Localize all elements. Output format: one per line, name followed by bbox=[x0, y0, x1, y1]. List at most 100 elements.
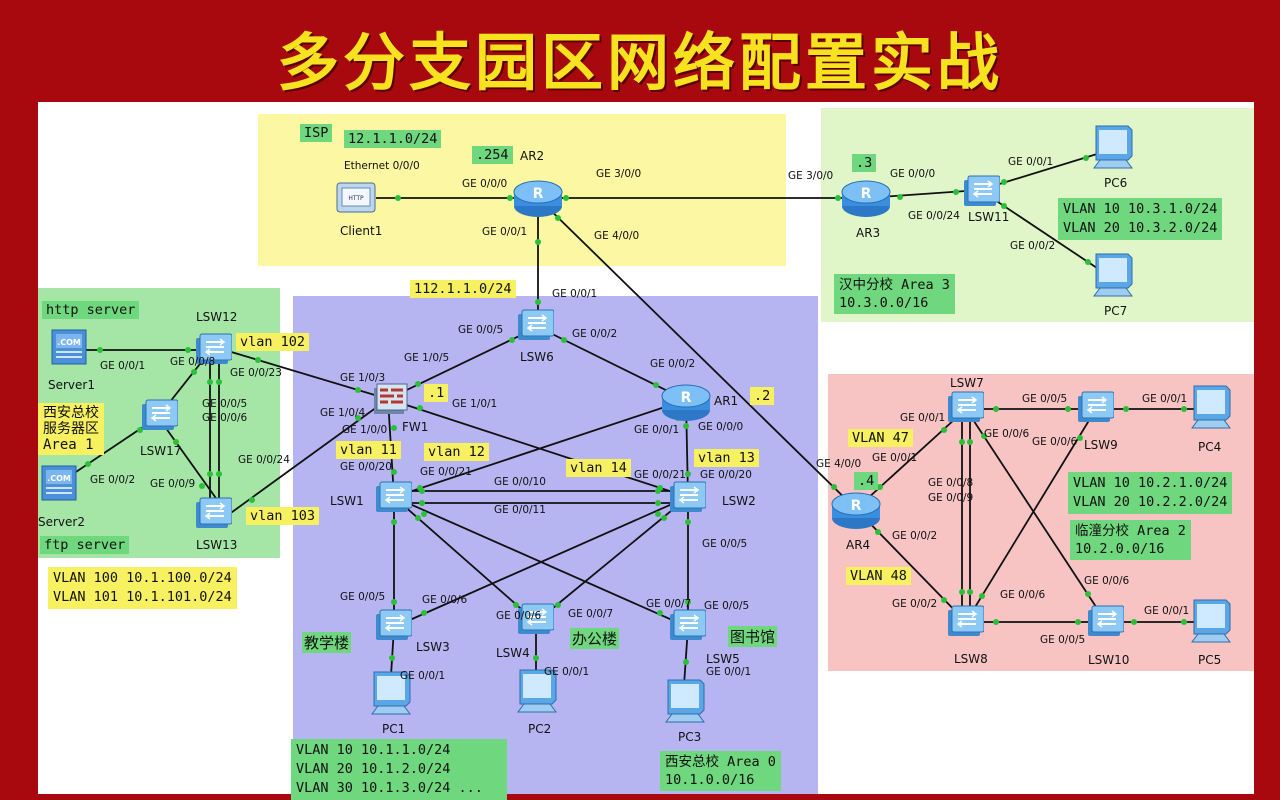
port-label: GE 0/0/2 bbox=[90, 474, 136, 486]
port-label: GE 0/0/20 bbox=[700, 469, 752, 481]
port-label: GE 0/0/6 bbox=[496, 610, 542, 622]
ar3-router-icon[interactable]: R bbox=[840, 174, 892, 224]
ar4-ip-tag: .4 bbox=[854, 472, 879, 490]
port-label: GE 0/0/6 bbox=[1000, 589, 1046, 601]
port-label: GE 0/0/9 bbox=[928, 492, 974, 504]
pc2-pc-icon[interactable] bbox=[514, 668, 560, 718]
port-label: GE 0/0/6 bbox=[422, 594, 468, 606]
port-label: GE 0/0/10 bbox=[494, 476, 546, 488]
lsw1-switch-icon[interactable] bbox=[374, 480, 413, 518]
ar4-router-icon[interactable]: R bbox=[830, 486, 882, 536]
pc4-pc-icon[interactable] bbox=[1188, 384, 1234, 434]
link-lsw11-pc7 bbox=[979, 189, 1107, 275]
lsw17-switch-icon[interactable] bbox=[140, 398, 179, 436]
lsw4-switch-icon[interactable] bbox=[516, 602, 555, 640]
west-vlan-line: VLAN 20 10.1.2.0/24 bbox=[296, 761, 451, 777]
vlan102-tag: vlan 102 bbox=[236, 333, 310, 351]
lsw12-switch-icon[interactable] bbox=[194, 332, 233, 370]
lsw13-switch-icon[interactable] bbox=[194, 496, 233, 534]
server-area-line: 服务器区 bbox=[43, 421, 99, 437]
hanzhong-vlan-line: VLAN 10 10.3.1.0/24 bbox=[1063, 201, 1218, 217]
link-lsw9-lsw8 bbox=[965, 408, 1097, 623]
west-vlan-line: VLAN 30 10.1.3.0/24 ... bbox=[296, 780, 483, 796]
port-label: GE 0/0/11 bbox=[494, 504, 546, 516]
port-label: GE 0/0/2 bbox=[892, 530, 938, 542]
pc5-label: PC5 bbox=[1198, 653, 1222, 667]
port-label: GE 1/0/1 bbox=[452, 398, 498, 410]
port-label: GE 3/0/0 bbox=[788, 170, 834, 182]
lintong-area-line: 10.2.0.0/16 bbox=[1075, 541, 1165, 557]
pc2-label: PC2 bbox=[528, 722, 552, 736]
pc7-pc-icon[interactable] bbox=[1090, 252, 1136, 302]
ar3-label: AR3 bbox=[856, 226, 881, 240]
lintong-vlan-line: VLAN 10 10.2.1.0/24 bbox=[1073, 475, 1228, 491]
port-label: GE 1/0/0 bbox=[342, 424, 388, 436]
vlan13-tag: vlan 13 bbox=[694, 449, 759, 467]
link-ar4-lsw7 bbox=[855, 408, 967, 510]
lsw13-label: LSW13 bbox=[196, 538, 238, 552]
lsw3-label: LSW3 bbox=[416, 640, 450, 654]
lsw10-switch-icon[interactable] bbox=[1086, 604, 1125, 642]
west-vlans-tag: VLAN 10 10.1.1.0/24 VLAN 20 10.1.2.0/24 … bbox=[291, 739, 507, 800]
svg-text:R: R bbox=[681, 390, 692, 406]
port-label: GE 0/0/5 bbox=[1022, 393, 1068, 405]
hanzhong-area-line: 10.3.0.0/16 bbox=[839, 295, 929, 311]
link-fw1-lsw2 bbox=[387, 398, 689, 498]
lsw10-label: LSW10 bbox=[1088, 653, 1130, 667]
port-label: GE 0/0/2 bbox=[1010, 240, 1056, 252]
link-lsw7-lsw10 bbox=[965, 408, 1107, 623]
port-label: GE 0/0/7 bbox=[568, 608, 614, 620]
svg-text:R: R bbox=[533, 186, 544, 202]
server2-label: Server2 bbox=[38, 515, 85, 529]
lsw12-label: LSW12 bbox=[196, 310, 238, 324]
lsw8-switch-icon[interactable] bbox=[946, 604, 985, 642]
isp-tag: ISP bbox=[300, 124, 333, 142]
ar2-ip-tag: .254 bbox=[472, 146, 513, 164]
vlan14-tag: vlan 14 bbox=[566, 459, 631, 477]
port-label: GE 0/0/1 bbox=[100, 360, 146, 372]
pc1-pc-icon[interactable] bbox=[368, 670, 414, 720]
link-fw1-lsw12 bbox=[227, 350, 389, 400]
server1-server-icon[interactable]: .COM bbox=[50, 328, 90, 372]
lsw6-label: LSW6 bbox=[520, 350, 554, 364]
lsw3-switch-icon[interactable] bbox=[374, 608, 413, 646]
port-label: GE 0/0/1 bbox=[552, 288, 598, 300]
building-office-label: 办公楼 bbox=[570, 628, 620, 649]
pc6-pc-icon[interactable] bbox=[1090, 124, 1136, 174]
port-label: GE 0/0/8 bbox=[170, 356, 216, 368]
ar1-router-icon[interactable]: R bbox=[660, 378, 712, 428]
port-dots bbox=[85, 155, 1187, 665]
lsw9-switch-icon[interactable] bbox=[1076, 390, 1115, 428]
lsw8-label: LSW8 bbox=[954, 652, 988, 666]
port-label: GE 0/0/6 bbox=[202, 412, 248, 424]
port-label: GE 0/0/24 bbox=[908, 210, 960, 222]
lsw11-switch-icon[interactable] bbox=[962, 174, 1001, 212]
page-title: 多分支园区网络配置实战 bbox=[276, 26, 1003, 99]
ar4-label: AR4 bbox=[846, 538, 871, 552]
west-area-tag: 西安总校 Area 0 10.1.0.0/16 bbox=[660, 751, 781, 791]
lsw7-switch-icon[interactable] bbox=[946, 390, 985, 428]
lsw5-switch-icon[interactable] bbox=[668, 608, 707, 646]
client1-icon[interactable]: HTTP bbox=[336, 180, 378, 220]
fw1-firewall-icon[interactable] bbox=[372, 382, 408, 420]
port-label: GE 0/0/1 bbox=[1144, 605, 1190, 617]
port-label: GE 0/0/0 bbox=[890, 168, 936, 180]
pc6-label: PC6 bbox=[1104, 176, 1128, 190]
lsw1-label: LSW1 bbox=[330, 494, 364, 508]
lsw2-switch-icon[interactable] bbox=[668, 480, 707, 518]
port-label: GE 0/0/0 bbox=[462, 178, 508, 190]
port-label: GE 1/0/4 bbox=[320, 407, 366, 419]
port-label: GE 0/0/1 bbox=[482, 226, 528, 238]
lsw6-switch-icon[interactable] bbox=[516, 308, 555, 346]
server-vlan-line: VLAN 101 10.1.101.0/24 bbox=[53, 589, 232, 605]
link-ar1-lsw1 bbox=[393, 399, 687, 498]
port-label: GE 0/0/1 bbox=[1008, 156, 1054, 168]
server2-server-icon[interactable]: .COM bbox=[40, 464, 80, 508]
port-label: GE 0/0/1 bbox=[900, 412, 946, 424]
pc5-pc-icon[interactable] bbox=[1188, 598, 1234, 648]
ar2-router-icon[interactable]: R bbox=[512, 174, 564, 224]
vlan48-tag: VLAN 48 bbox=[846, 567, 911, 585]
pc3-pc-icon[interactable] bbox=[662, 678, 708, 728]
lsw9-label: LSW9 bbox=[1084, 438, 1118, 452]
ftp-server-tag: ftp server bbox=[40, 536, 130, 554]
